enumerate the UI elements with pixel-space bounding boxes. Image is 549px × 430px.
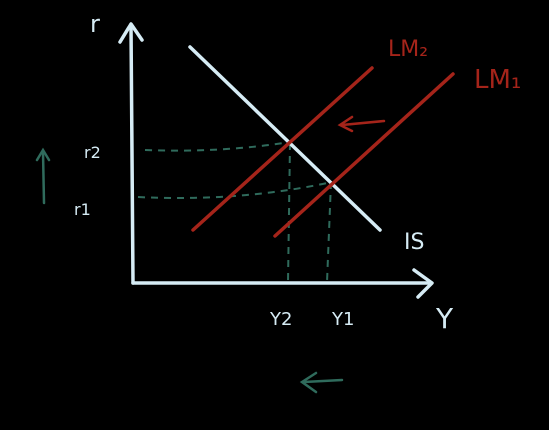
lm2-curve (191, 66, 374, 232)
y-change-arrow-head (299, 371, 318, 394)
r2-guide (144, 141, 291, 152)
y2-tick-label: Y2 (269, 309, 292, 330)
x-axis-arrowhead (412, 268, 434, 299)
lm-shift-arrow (337, 115, 386, 133)
lm1-label: LM₁ (474, 65, 521, 95)
lm-shift-arrow-shaft (340, 119, 386, 127)
y1-tick-label: Y1 (331, 309, 354, 330)
guide-lines (137, 141, 333, 283)
y-axis-label: r (90, 10, 100, 38)
y1-guide (326, 181, 332, 283)
y-axis-arrowhead (118, 22, 144, 44)
r1-guide (137, 181, 333, 199)
r-change-arrow-head (35, 147, 51, 162)
y-change-arrow (299, 371, 344, 394)
r2-tick-label: r2 (84, 143, 101, 162)
lm1-curve (273, 72, 455, 238)
r-change-arrow (35, 147, 51, 205)
r1-tick-label: r1 (74, 200, 91, 219)
is-curve (188, 45, 382, 232)
y-change-arrow-shaft (302, 378, 344, 384)
axes (118, 22, 434, 299)
y2-guide (287, 142, 291, 283)
lm-shift-arrow-head (337, 115, 354, 133)
x-axis-label: Y (435, 302, 454, 335)
is-label: IS (404, 230, 424, 255)
y-axis (129, 24, 135, 285)
r-change-arrow-shaft (41, 150, 46, 205)
lm2-label: LM₂ (388, 37, 428, 62)
